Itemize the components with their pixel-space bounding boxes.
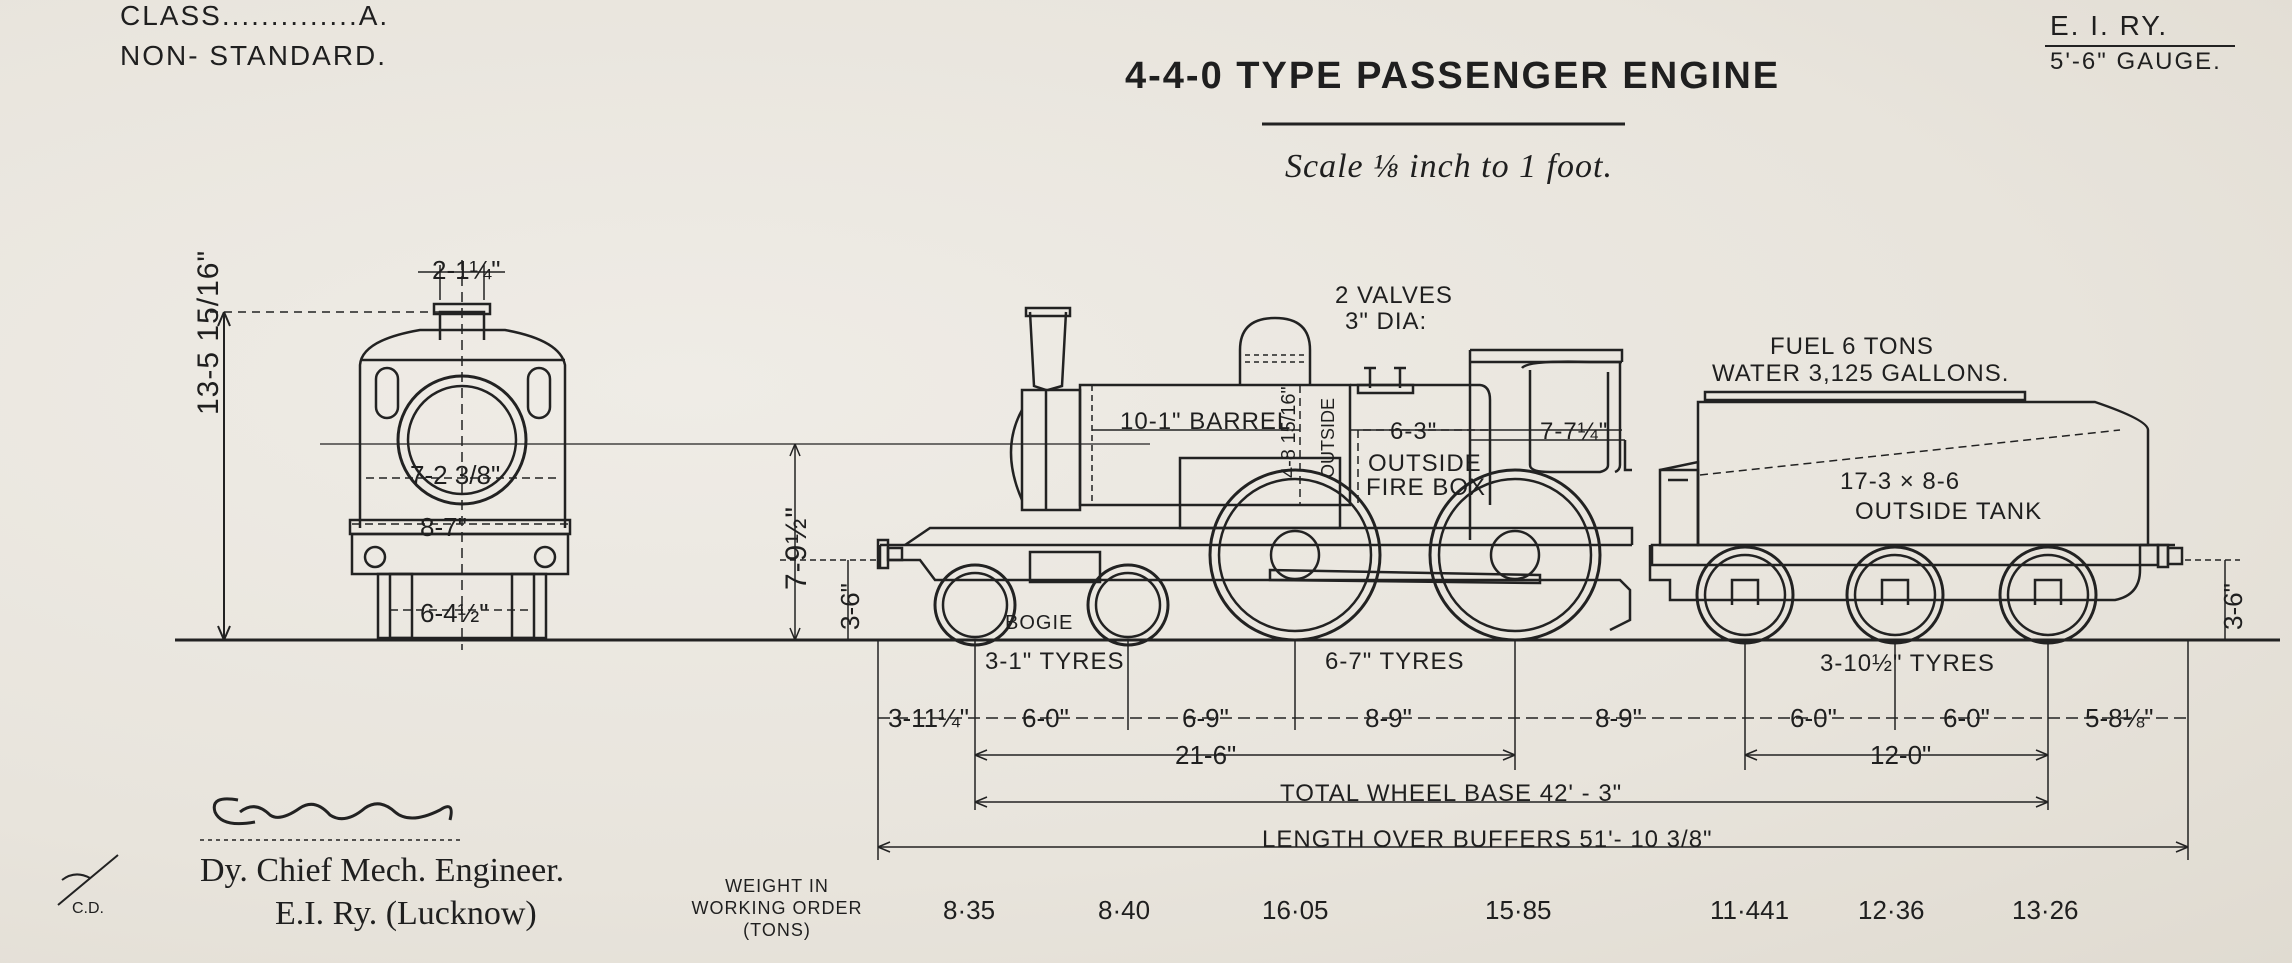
fuel-label: FUEL 6 TONS bbox=[1770, 333, 1934, 360]
weight-tender-1: 11·441 bbox=[1710, 895, 1790, 925]
tender-tyres-label: 3-10½" TYRES bbox=[1820, 650, 1995, 677]
dim-rear-overhang: 5-8⅛" bbox=[2085, 703, 2154, 733]
weight-tender-2: 12·36 bbox=[1858, 895, 1925, 925]
firebox-length-dim: 6-3" bbox=[1390, 418, 1438, 445]
dim-coupled-wheelbase: 8-9" bbox=[1365, 703, 1412, 733]
page-title: 4-4-0 TYPE PASSENGER ENGINE bbox=[1125, 55, 1781, 97]
tank-label: OUTSIDE TANK bbox=[1855, 498, 2043, 525]
dimension-lines bbox=[877, 640, 2189, 860]
bogie-tyres-label: 3-1" TYRES bbox=[985, 648, 1125, 675]
length-over-buffers-label: LENGTH OVER BUFFERS 51'- 10 3/8" bbox=[1262, 826, 1713, 853]
dim-engine-wheelbase: 21-6" bbox=[1175, 740, 1237, 770]
weight-label-1: WEIGHT IN bbox=[725, 876, 829, 896]
valves-label: 2 VALVES bbox=[1335, 282, 1453, 309]
firebox-label-2: FIRE BOX bbox=[1366, 474, 1487, 501]
railway-label: E. I. RY. bbox=[2050, 10, 2169, 41]
dim-tender-wheelbase-2: 6-0" bbox=[1943, 703, 1990, 733]
cab-length-dim: 7-7¼" bbox=[1540, 418, 1609, 445]
buffer-height-dim: 3-6" bbox=[835, 583, 865, 630]
chimney-width-dim: 2-1¼" bbox=[432, 255, 501, 285]
scale-note: Scale ⅛ inch to 1 foot. bbox=[1285, 148, 1614, 185]
dim-front-overhang: 3-11¼" bbox=[888, 703, 970, 733]
stamp-initials: C.D. bbox=[72, 900, 104, 917]
total-wheel-base-label: TOTAL WHEEL BASE 42' - 3" bbox=[1280, 780, 1623, 807]
front-view bbox=[210, 260, 1150, 650]
firebox-label-1: OUTSIDE bbox=[1368, 450, 1482, 477]
valves-dia-label: 3" DIA: bbox=[1345, 308, 1428, 335]
non-standard-label: NON- STANDARD. bbox=[120, 40, 388, 71]
weight-leading-driver: 16·05 bbox=[1262, 895, 1329, 925]
dim-tender-wheelbase: 12-0" bbox=[1870, 740, 1932, 770]
gauge-label: 5'-6" GAUGE. bbox=[2050, 48, 2222, 75]
bogie-label: BOGIE bbox=[1005, 612, 1074, 634]
dim-bogie-to-driver: 6-9" bbox=[1182, 703, 1229, 733]
weight-trailing-driver: 15·85 bbox=[1485, 895, 1552, 925]
driving-tyres-label: 6-7" TYRES bbox=[1325, 648, 1465, 675]
barrel-label: 10-1" BARREL bbox=[1120, 408, 1292, 435]
weight-bogie-leading: 8·35 bbox=[943, 895, 996, 925]
smokebox-dia-dim: 7-2 3/8" bbox=[410, 460, 501, 490]
dim-engine-to-tender: 8-9" bbox=[1595, 703, 1642, 733]
weight-label-3: (TONS) bbox=[743, 920, 811, 940]
dim-bogie-wheelbase: 6-0" bbox=[1022, 703, 1069, 733]
engine-side-view bbox=[876, 306, 1634, 647]
outside-vertical-label: OUTSIDE bbox=[1318, 397, 1338, 478]
front-width-dim: 8-7" bbox=[420, 512, 467, 542]
weight-label-2: WORKING ORDER bbox=[691, 898, 863, 918]
dim-tender-wheelbase-1: 6-0" bbox=[1790, 703, 1837, 733]
weight-bogie-trailing: 8·40 bbox=[1098, 895, 1151, 925]
boiler-height-dim: 7-9½" bbox=[780, 505, 813, 590]
water-label: WATER 3,125 GALLONS. bbox=[1712, 360, 2010, 387]
front-height-dim: 13-5 15/16" bbox=[192, 249, 225, 415]
signatory-org: E.I. Ry. (Lucknow) bbox=[275, 895, 537, 932]
stamp-mark bbox=[57, 854, 119, 906]
class-label: CLASS..............A. bbox=[120, 0, 390, 31]
barrel-dia-dim: 4-8 15/16" bbox=[1278, 386, 1300, 478]
signature-scribble bbox=[200, 797, 460, 841]
tank-size-dim: 17-3 × 8-6 bbox=[1840, 468, 1961, 495]
tender-side-view bbox=[1648, 390, 2240, 645]
weight-tender-3: 13·26 bbox=[2012, 895, 2079, 925]
track-gauge-dim: 6-4½" bbox=[420, 598, 489, 628]
tender-buffer-height-dim: 3-6" bbox=[2218, 583, 2248, 630]
signatory-title: Dy. Chief Mech. Engineer. bbox=[200, 852, 565, 889]
vertical-dimensions bbox=[780, 443, 880, 641]
